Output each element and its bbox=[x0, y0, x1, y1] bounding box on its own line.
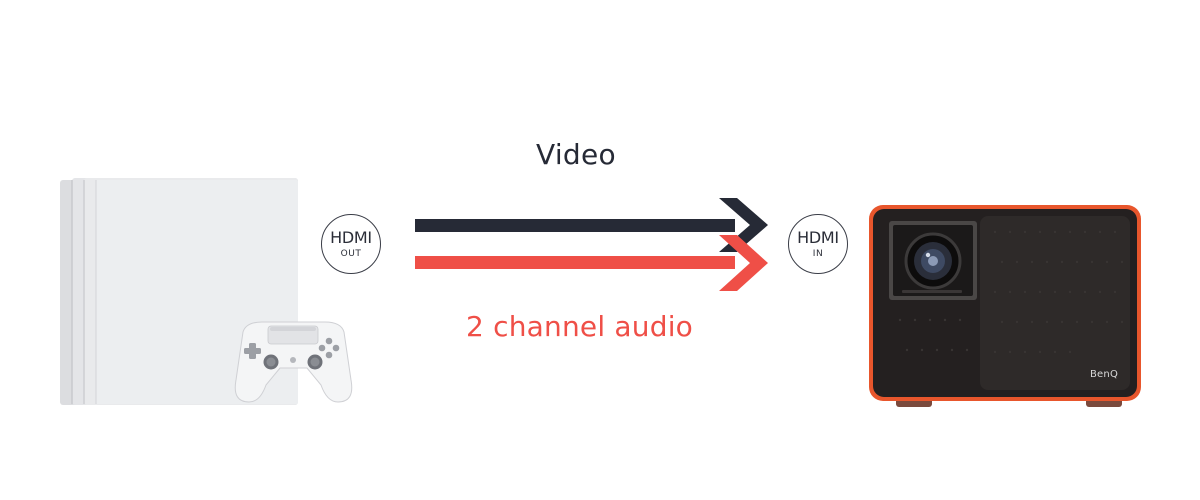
audio-arrow bbox=[415, 235, 768, 291]
hdmi-in-sublabel: IN bbox=[812, 248, 824, 259]
video-label: Video bbox=[536, 138, 616, 171]
game-controller bbox=[234, 321, 353, 403]
projector-brand-logo: BenQ bbox=[1090, 369, 1119, 380]
hdmi-out-sublabel: OUT bbox=[340, 248, 362, 259]
hdmi-out-label: HDMI bbox=[330, 227, 372, 247]
hdmi-in-label: HDMI bbox=[797, 227, 839, 247]
projector bbox=[869, 205, 1141, 407]
audio-label: 2 channel audio bbox=[466, 310, 693, 343]
hdmi-out-badge: HDMI OUT bbox=[321, 214, 381, 274]
hdmi-in-badge: HDMI IN bbox=[788, 214, 848, 274]
video-arrow bbox=[415, 198, 768, 252]
